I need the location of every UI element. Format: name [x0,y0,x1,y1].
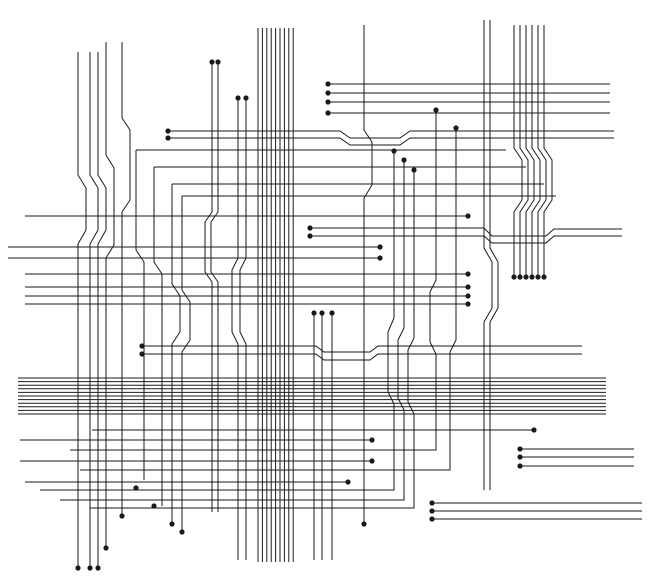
terminal-dot-icon [465,213,471,219]
terminal-dot-icon [541,274,547,280]
circuit-trace-21 [489,20,499,490]
terminal-dot-icon [209,59,215,65]
terminal-dot-icon [139,343,145,349]
terminal-dot-icon [95,565,101,571]
circuit-trace-32 [168,130,614,139]
terminal-dot-icon [243,95,249,101]
terminal-dot-icon [133,485,139,491]
circuit-trace-45 [153,167,163,506]
terminal-dot-icon [529,274,535,280]
circuit-trace-38 [121,42,131,516]
circuit-trace-62 [60,160,405,501]
terminal-dot-icon [517,274,523,280]
terminal-dot-icon [165,135,171,141]
terminal-dot-icon [523,274,529,280]
terminal-dot-icon [511,274,517,280]
terminal-dot-icon [75,565,81,571]
terminal-dot-icon [87,565,93,571]
terminal-dot-icon [411,167,417,173]
terminal-dot-icon [307,225,313,231]
terminal-dot-icon [151,503,157,509]
terminal-dot-icon [517,463,523,469]
circuit-trace-47 [171,184,181,524]
circuit-trace-52 [310,227,622,237]
terminal-dot-icon [369,458,375,464]
terminal-dot-icon [465,293,471,299]
circuit-trace-36 [97,52,107,568]
circuit-trace-61 [40,151,395,491]
terminal-dot-icon [165,128,171,134]
terminal-dot-icon [325,110,331,116]
circuit-trace-41 [231,98,239,560]
circuit-trace-23 [519,25,529,277]
terminal-dot-icon [345,479,351,485]
circuit-trace-64 [70,110,437,451]
terminal-dot-icon [465,301,471,307]
terminal-dot-icon [319,310,325,316]
circuit-trace-37 [105,42,115,548]
terminal-dot-icon [325,90,331,96]
terminal-dot-icon [433,107,439,113]
terminal-dot-icon [215,59,221,65]
terminal-dot-icon [139,351,145,357]
circuit-trace-53 [310,235,622,244]
circuit-trace-26 [537,25,547,277]
circuit-trace-63 [90,170,415,509]
terminal-dot-icon [325,81,331,87]
circuit-trace-24 [525,25,535,277]
terminal-dot-icon [465,284,471,290]
circuit-trace-20 [483,20,493,490]
circuit-trace-34 [77,52,87,568]
circuit-trace-33 [168,137,614,146]
circuit-trace-67 [142,353,582,361]
terminal-dot-icon [329,310,335,316]
terminal-dot-icon [517,454,523,460]
terminal-dot-icon [465,271,471,277]
circuit-trace-65 [80,128,457,471]
terminal-dot-icon [429,500,435,506]
terminal-dot-icon [377,244,383,250]
terminal-dot-icon [391,148,397,154]
terminal-dot-icon [179,529,185,535]
circuit-trace-66 [142,345,582,353]
circuit-trace-22 [513,25,523,277]
terminal-dot-icon [429,508,435,514]
terminal-dot-icon [119,513,125,519]
terminal-dot-icon [535,274,541,280]
terminal-dot-icon [401,157,407,163]
terminal-dot-icon [453,125,459,131]
terminal-dot-icon [429,516,435,522]
circuit-trace-27 [543,25,553,277]
terminal-dot-icon [169,521,175,527]
terminal-dot-icon [369,437,375,443]
terminal-dot-icon [235,95,241,101]
circuit-trace-35 [89,52,99,568]
terminal-dot-icon [307,233,313,239]
circuit-trace-25 [531,25,541,277]
terminal-dot-icon [531,427,537,433]
terminal-dot-icon [325,99,331,105]
circuit-trace-42 [239,98,247,560]
circuit-trace-43 [135,150,145,480]
terminal-dot-icon [377,255,383,261]
terminal-dot-icon [517,446,523,452]
terminal-dot-icon [361,521,367,527]
circuit-trace-60 [363,25,373,524]
terminal-dot-icon [311,310,317,316]
terminal-dot-icon [103,545,109,551]
